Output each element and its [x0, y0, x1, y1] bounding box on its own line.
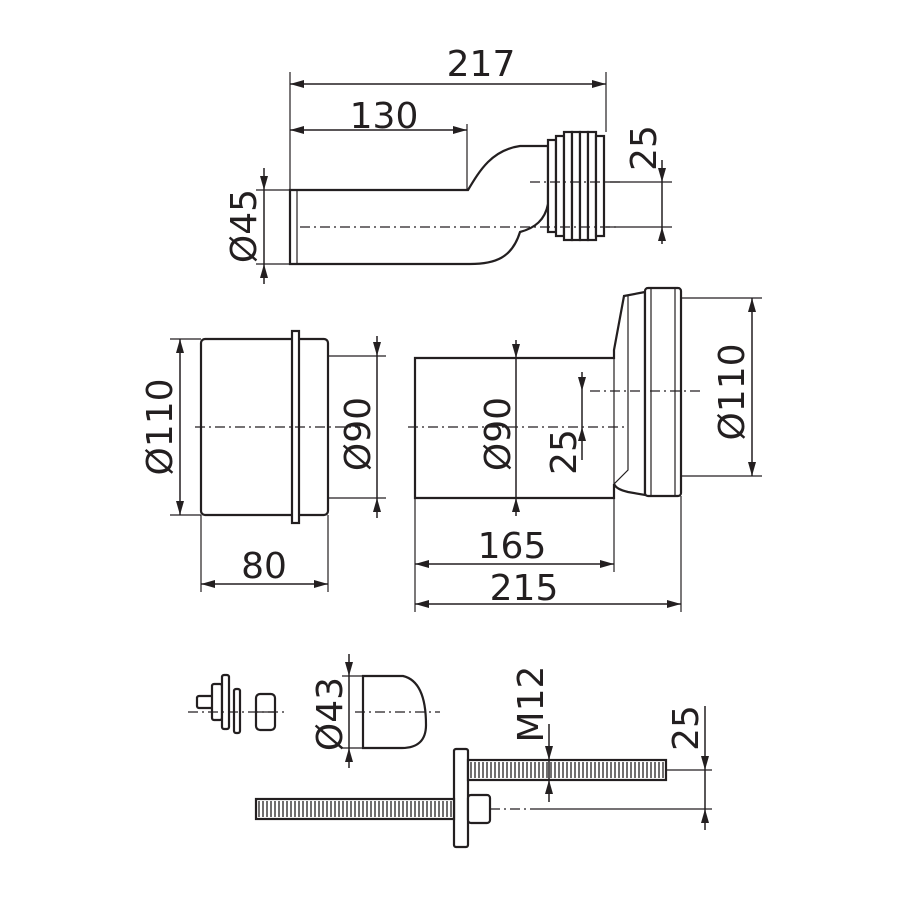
dim-label-left-90: Ø90	[338, 397, 379, 471]
small-screw	[188, 673, 288, 735]
dim-label-right-offset: 25	[544, 429, 585, 475]
dim-label-165: 165	[478, 526, 547, 567]
dim-label-130: 130	[350, 96, 419, 137]
dim-label-top-offset: 25	[624, 125, 665, 171]
eccentric-collar	[643, 286, 683, 498]
bolt-nut	[466, 793, 492, 825]
thread-pattern-lower	[258, 801, 452, 817]
eccentric-connector-part: Ø90 25 Ø110 165 215	[408, 286, 762, 612]
dim-label-right-90: Ø90	[478, 397, 519, 471]
dim-label-left-110: Ø110	[140, 378, 181, 475]
elbow-pipe-part: 217 130 25 Ø45	[224, 44, 672, 284]
thread-pattern-upper	[470, 762, 664, 778]
dim-label-right-110: Ø110	[712, 343, 753, 440]
dim-label-80: 80	[241, 546, 287, 587]
dim-label-bolt-offset: 25	[666, 705, 707, 751]
fixing-kit-part: Ø43 M12 25	[188, 654, 712, 849]
bolt-plate	[452, 747, 470, 849]
elbow-pipe-body	[288, 144, 550, 266]
dim-label-m12: M12	[511, 666, 552, 743]
straight-connector-part: Ø110 Ø90 80	[140, 329, 386, 592]
eccentric-body	[413, 290, 647, 500]
dim-label-217: 217	[447, 44, 516, 85]
dim-label-45: Ø45	[224, 189, 265, 263]
corrugated-seal	[546, 130, 606, 242]
dim-label-215: 215	[490, 568, 559, 609]
dim-label-43: Ø43	[310, 677, 351, 751]
cover-cap	[361, 674, 428, 750]
